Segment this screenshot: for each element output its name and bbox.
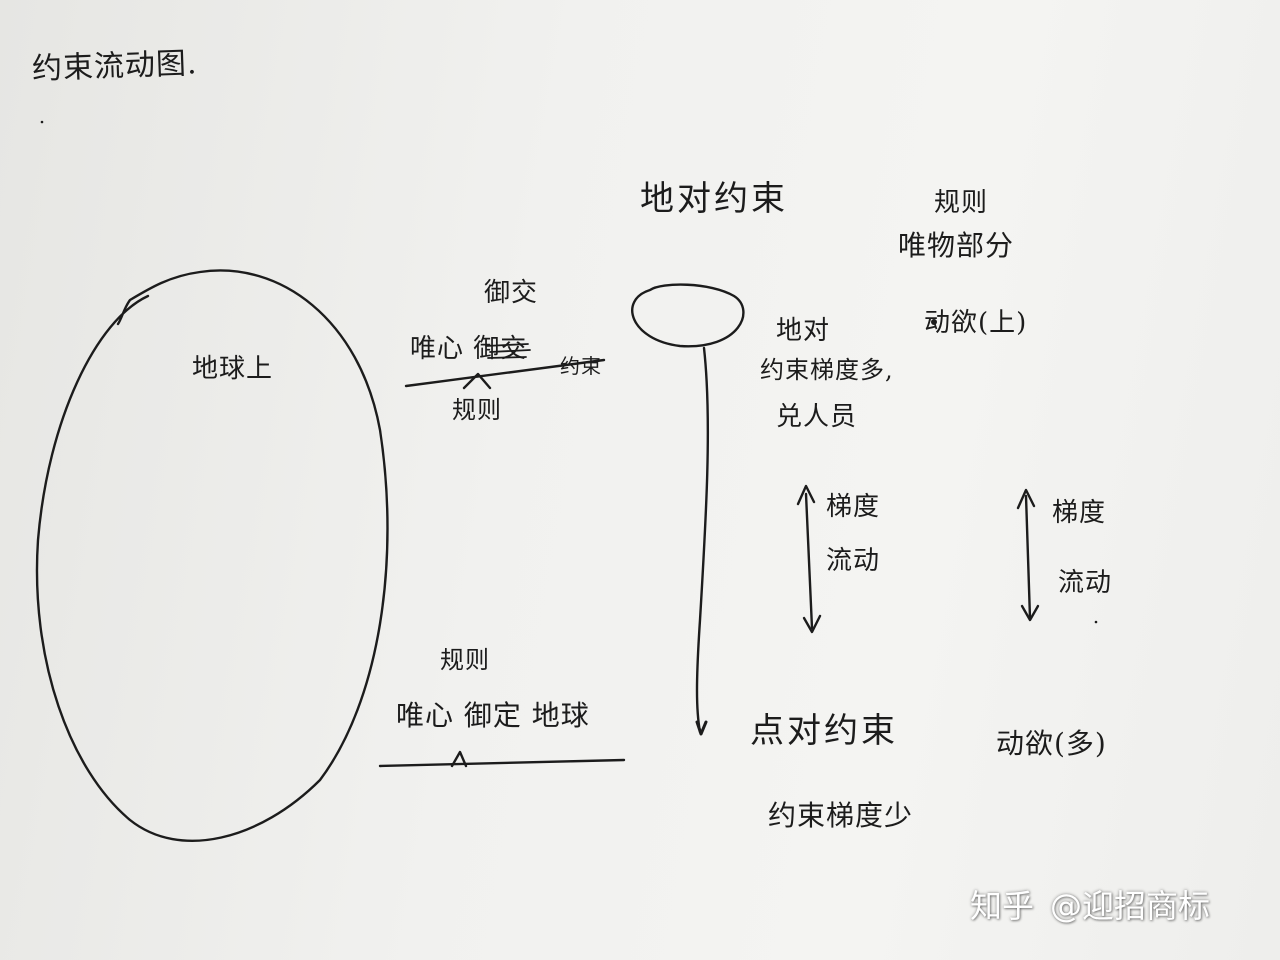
long-connecting-line	[695, 346, 710, 734]
mind-label-lower: 唯心 御定 地球	[396, 699, 590, 732]
upper-balance-beam	[404, 358, 606, 388]
earth-label-2: 地对	[776, 316, 831, 346]
small-loop	[631, 283, 745, 348]
flow-label-left: 流动	[826, 546, 881, 576]
slope-label-left: 梯度	[826, 492, 881, 522]
flow-label-right: 流动	[1058, 568, 1113, 598]
local-relation-label: 地对约束	[640, 179, 788, 219]
watermark: 知乎 @迎招商标	[970, 890, 1210, 922]
constraint-tag: 约束	[560, 354, 602, 378]
double-arrow-1	[804, 492, 814, 630]
scratch-mark	[485, 343, 531, 359]
gradient-label-low: 约束梯度少	[768, 799, 914, 832]
move-up-label: 动欲(上)	[924, 308, 1028, 338]
material-part-label: 唯物部分	[898, 229, 1015, 262]
rule-label-lower: 规则	[440, 646, 490, 674]
lower-balance-beam	[378, 758, 626, 768]
mind-label: 唯心 御交	[410, 334, 528, 364]
upper-fulcrum	[462, 372, 492, 390]
gradient-label-high: 约束梯度多,	[760, 356, 894, 384]
rule-label-top: 规则	[934, 188, 989, 218]
ink-dot	[40, 120, 44, 124]
connecting-line-end	[695, 720, 708, 736]
watermark-author: @迎招商标	[1050, 887, 1211, 925]
move-down-label: 动欲(多)	[996, 727, 1107, 760]
double-arrow-2-head-up	[1016, 488, 1036, 510]
earth-label: 地球上	[192, 354, 274, 384]
pay-label: 御交	[484, 278, 539, 308]
lower-fulcrum	[450, 750, 468, 768]
double-arrow-1-head-down	[802, 614, 822, 634]
double-arrow-2	[1024, 494, 1032, 620]
slope-label-right: 梯度	[1052, 498, 1107, 528]
bullet-dot	[931, 319, 937, 325]
watermark-site: 知乎	[970, 887, 1035, 925]
earth-oval	[35, 269, 389, 842]
point-relation-label: 点对约束	[750, 711, 898, 751]
double-arrow-2-head-down	[1020, 604, 1040, 622]
rule-label-upper: 规则	[452, 396, 502, 424]
tick-dot	[1094, 620, 1098, 624]
person-label: 兑人员	[776, 402, 858, 432]
double-arrow-1-head-up	[796, 484, 816, 506]
diagram-title: 约束流动图.	[31, 46, 199, 87]
